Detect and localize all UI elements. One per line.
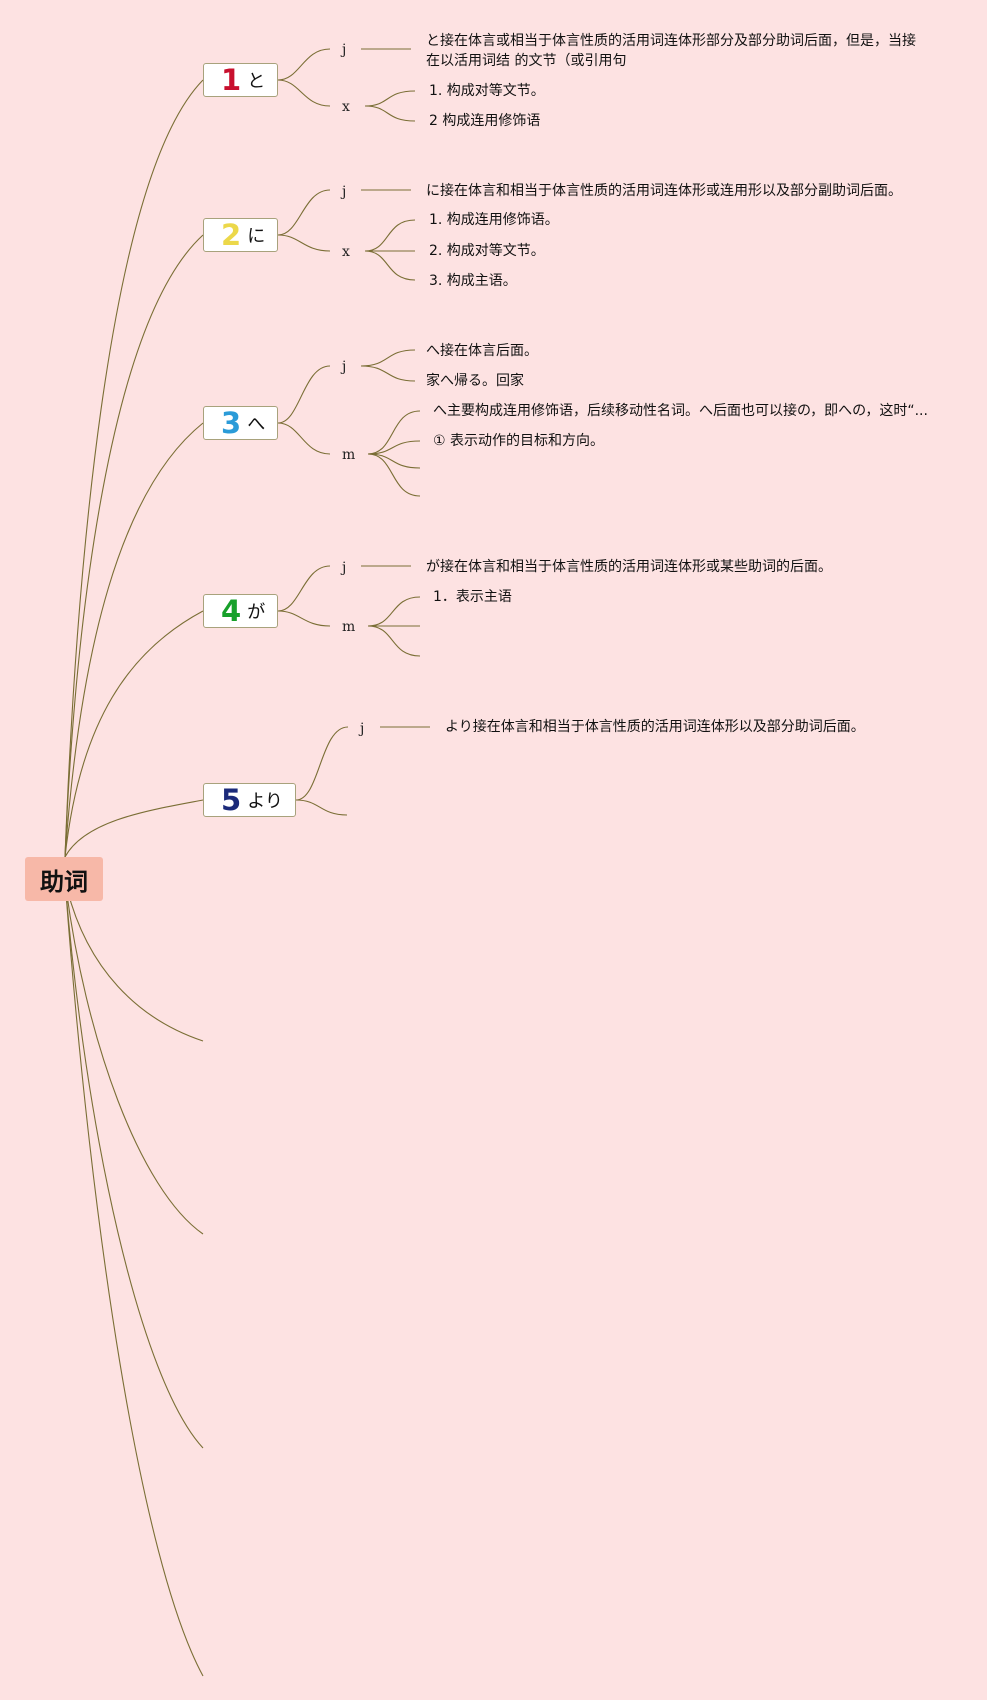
topic-2-node[interactable]: 2 に [203,218,278,252]
topic-1-kana: と [247,71,266,92]
root-branch-1 [64,79,204,858]
topic-1-item-1[interactable]: 1. 构成对等文节。 [429,83,545,99]
topic-4-j-text[interactable]: が接在体言和相当于体言性质的活用词连体形或某些助词的后面。 [426,559,832,575]
topic-1-node[interactable]: 1 と [203,63,278,97]
topic-3-item-1[interactable]: へ主要构成连用修饰语，后续移动性名词。へ后面也可以接の，即への，这时“... [433,403,928,419]
topic-2-x-label[interactable]: x [342,244,350,260]
topic-2-kana: に [247,226,266,247]
root-branch-empty-4 [64,879,204,1677]
topic-1-j-text[interactable]: と接在体言或相当于体言性质的活用词连体形部分及部分助词后面，但是，当接在以活用词… [426,33,916,69]
topic-5-kana: より [247,791,283,812]
topic-5-node[interactable]: 5 より [203,783,296,817]
topic-4-kana: が [247,602,266,623]
root-branch-empty-2 [64,879,204,1235]
topic-4-number: 4 [221,593,242,628]
topic-4-m-label[interactable]: m [342,619,356,635]
topic-3-j-label[interactable]: j [342,359,347,375]
topic-4-node[interactable]: 4 が [203,594,278,628]
topic-3-kana: へ [247,414,266,435]
topic-4-j-label[interactable]: j [342,560,347,576]
topic-2-item-1[interactable]: 1. 构成连用修饰语。 [429,212,559,228]
topic-2-item-3[interactable]: 3. 构成主语。 [429,273,517,289]
root-branch-empty-3 [64,879,204,1449]
root-branch-2 [64,234,204,858]
topic-5-number: 5 [221,782,242,817]
topic-5-j-text[interactable]: より接在体言和相当于体言性质的活用词连体形以及部分助词后面。 [445,719,865,735]
topic-3-item-2[interactable]: ① 表示动作的目标和方向。 [433,433,605,449]
topic-5-j-label[interactable]: j [360,721,365,737]
root-branch-3 [64,422,204,858]
topic-2-j-text[interactable]: に接在体言和相当于体言性质的活用词连体形或连用形以及部分副助词后面。 [426,183,902,199]
root-branch-4 [64,610,204,858]
topic-1-item-2[interactable]: 2 构成连用修饰语 [429,113,541,129]
topic-3-node[interactable]: 3 へ [203,406,278,440]
root-branch-5 [64,799,204,858]
topic-2-item-2[interactable]: 2. 构成对等文节。 [429,243,545,259]
topic-3-j-item-1[interactable]: へ接在体言后面。 [426,343,538,359]
root-topic[interactable]: 助词 [25,857,103,901]
topic-4-item-1[interactable]: 1．表示主语 [433,589,512,605]
topic-1-x-label[interactable]: x [342,99,350,115]
topic-3-j-item-2[interactable]: 家へ帰る。回家 [426,373,524,389]
topic-1-number: 1 [221,62,242,97]
root-label: 助词 [40,867,88,896]
root-branch-empty-1 [64,879,204,1042]
topic-2-number: 2 [221,217,242,252]
topic-3-m-label[interactable]: m [342,447,356,463]
topic-1-j-label[interactable]: j [342,42,347,58]
topic-3-number: 3 [221,405,242,440]
topic-2-j-label[interactable]: j [342,184,347,200]
